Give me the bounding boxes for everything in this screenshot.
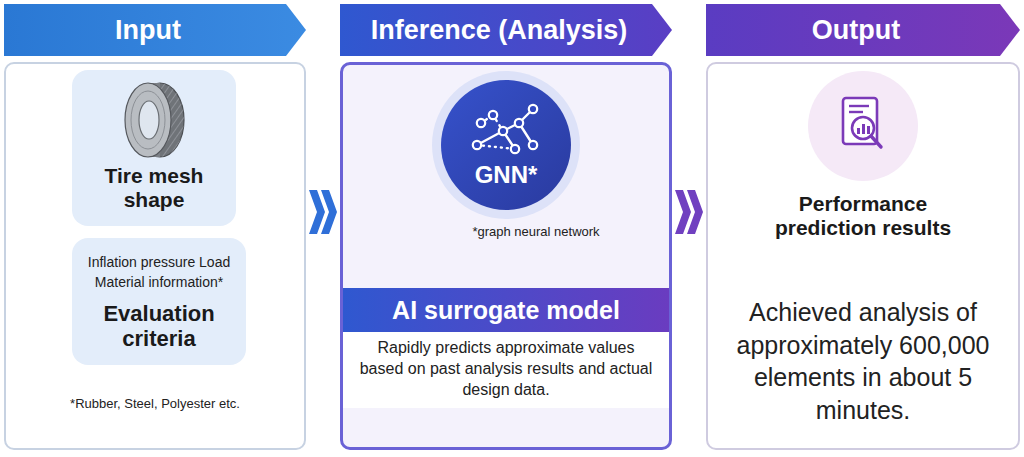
- flow-arrow: [675, 190, 703, 234]
- stage-column: Inference (Analysis) GNN* AI surrogate mod…: [340, 4, 672, 450]
- gnn-node: GNN*: [431, 70, 581, 220]
- input-title: Evaluation criteria: [82, 301, 236, 352]
- report-icon-circle: [807, 70, 919, 182]
- output-title: Performance prediction results: [756, 192, 970, 240]
- footnote: *Rubber, Steel, Polyester etc.: [4, 396, 306, 411]
- input-box: Tire mesh shape: [72, 70, 236, 226]
- model-band: AI surrogate modelRapidly predicts appro…: [343, 288, 669, 408]
- model-description: Rapidly predicts approximate values base…: [343, 332, 669, 408]
- flow-arrow: [309, 190, 337, 234]
- stage-column: OutputAchieved analysis of approximately…: [706, 4, 1020, 450]
- output-node: Performance prediction results: [756, 70, 970, 240]
- footnote: *graph neural network: [400, 224, 672, 239]
- gnn-label: GNN*: [475, 161, 538, 189]
- stage-header: Inference (Analysis): [340, 4, 672, 56]
- input-title: Tire mesh shape: [80, 164, 228, 212]
- tire-illustration: [118, 80, 190, 160]
- graph-icon: [469, 101, 543, 157]
- input-list: Inflation pressure Load Material informa…: [82, 252, 236, 293]
- result-statement: Achieved analysis of approximately 600,0…: [718, 296, 1008, 426]
- stage-header: Output: [706, 4, 1020, 56]
- gnn-circle: [431, 70, 581, 220]
- stage-header: Input: [4, 4, 306, 56]
- stage-column: InputTire mesh shapeInflation pressure L…: [4, 4, 306, 450]
- input-box: Inflation pressure Load Material informa…: [72, 238, 246, 365]
- model-title: AI surrogate model: [343, 288, 669, 332]
